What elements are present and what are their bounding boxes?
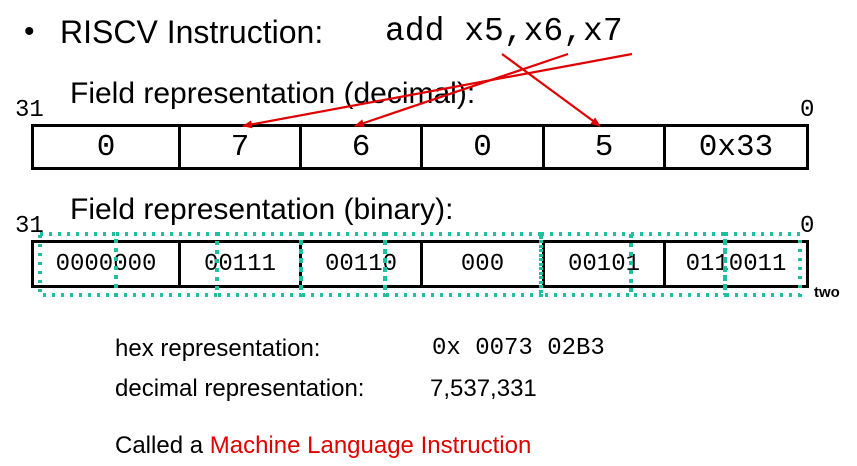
decimal-label: decimal representation: [115,375,365,402]
binary-base-suffix: two [814,284,840,301]
nibble-box-1 [38,232,118,297]
decimal-field-row: 0 7 6 0 5 0x33 [31,124,809,170]
arrow-x7-to-rs2 [242,52,633,129]
decimal-bit-low: 0 [800,97,815,124]
heading-title: RISCV Instruction: [60,14,324,50]
field-funct7-decimal: 0 [34,127,181,167]
nibble-box-4 [299,232,387,297]
bullet-marker: • [24,15,35,48]
field-opcode-decimal: 0x33 [698,129,774,165]
field-opcode-binary: 0110011 [685,250,787,278]
decimal-value: 7,537,331 [430,375,537,402]
field-rs2-binary: 00111 [181,243,302,285]
nibble-box-2 [114,232,219,297]
field-funct3-decimal: 0 [423,127,545,167]
arrow-x5-to-rd [501,53,601,127]
decimal-bit-high: 31 [15,97,44,124]
binary-section-title: Field representation (binary): [70,193,454,226]
field-rd-binary: 00101 [545,243,666,285]
field-rd-decimal: 5 [545,127,666,167]
decimal-section-title: Field representation (decimal): [70,77,476,110]
nibble-box-7 [629,232,727,297]
machine-language-highlight: Machine Language Instruction [209,432,532,459]
binary-bit-low: 0 [800,213,815,240]
field-funct3-binary: 000 [423,243,545,285]
nibble-box-5 [383,232,543,297]
hex-label: hex representation: [115,335,321,362]
field-funct7-binary: 0000000 [34,243,181,285]
binary-field-row: 0000000 00111 00110 000 00101 0110011 [31,240,809,288]
field-rs1-decimal: 6 [302,127,423,167]
field-rs2-decimal: 7 [181,127,302,167]
arrow-x6-to-rs1 [354,52,569,128]
called-prefix: Called a [115,432,210,459]
nibble-box-3 [215,232,303,297]
hex-value: 0x 0073 02B3 [432,335,605,362]
nibble-box-8 [723,232,802,297]
instruction-code: add x5,x6,x7 [385,13,623,50]
nibble-box-6 [539,232,633,297]
field-rs1-binary: 00110 [302,243,423,285]
called-line: Called a Machine Language Instruction [115,431,531,461]
